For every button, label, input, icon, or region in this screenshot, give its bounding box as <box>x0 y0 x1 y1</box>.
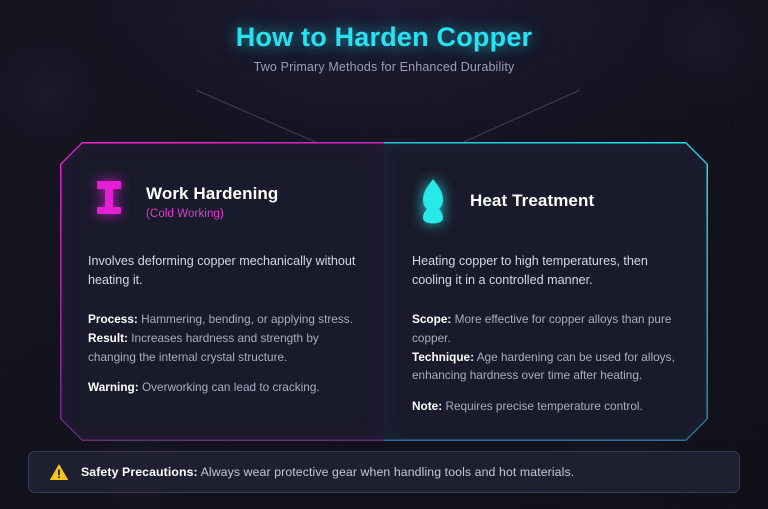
card-heading-group: Heat Treatment <box>470 191 594 211</box>
safety-precautions-bar: Safety Precautions: Always wear protecti… <box>28 451 740 493</box>
method-cards: Work Hardening (Cold Working) Involves d… <box>60 142 708 441</box>
detail-text: Overworking can lead to cracking. <box>141 380 320 395</box>
card-lede: Involves deforming copper mechanically w… <box>88 254 356 288</box>
page-title: How to Harden Copper <box>235 22 533 52</box>
safety-message: Always wear protective gear when handlin… <box>200 465 575 479</box>
card-title: Heat Treatment <box>470 190 595 210</box>
safety-text: Safety Precautions: Always wear protecti… <box>81 465 574 479</box>
flame-icon <box>412 175 454 227</box>
detail-label: Result: <box>88 330 128 345</box>
detail-text: Requires precise temperature control. <box>445 398 643 413</box>
page-header: How to Harden Copper Two Primary Methods… <box>0 22 768 74</box>
detail-text: Hammering, bending, or applying stress. <box>141 312 353 327</box>
detail-row: Process: Hammering, bending, or applying… <box>88 310 358 329</box>
card-details: Scope: More effective for copper alloys … <box>412 310 682 415</box>
detail-label-note: Note: <box>412 398 443 413</box>
card-heading-group: Work Hardening (Cold Working) <box>146 182 278 219</box>
safety-label: Safety Precautions: <box>81 465 198 479</box>
detail-text: More effective for copper alloys than pu… <box>412 312 672 345</box>
detail-row: Warning: Overworking can lead to crackin… <box>88 378 358 397</box>
card-work-hardening[interactable]: Work Hardening (Cold Working) Involves d… <box>60 142 384 441</box>
detail-row: Technique: Age hardening can be used for… <box>412 348 682 385</box>
detail-label: Process: <box>88 312 138 327</box>
card-title: Work Hardening <box>146 184 279 204</box>
warning-triangle-icon <box>49 464 69 480</box>
detail-row: Scope: More effective for copper alloys … <box>412 310 682 347</box>
card-lede: Heating copper to high temperatures, the… <box>412 254 648 288</box>
card-header-work-hardening: Work Hardening (Cold Working) <box>88 172 358 230</box>
detail-row: Result: Increases hardness and strength … <box>88 329 358 366</box>
detail-row: Note: Requires precise temperature contr… <box>412 397 682 416</box>
card-header-heat-treatment: Heat Treatment <box>412 172 682 230</box>
hammer-icon <box>88 175 130 227</box>
detail-label: Scope: <box>412 312 452 327</box>
card-subtitle: (Cold Working) <box>146 207 224 220</box>
page-subtitle: Two Primary Methods for Enhanced Durabil… <box>253 60 515 75</box>
detail-label-warning: Warning: <box>88 380 139 395</box>
card-details: Process: Hammering, bending, or applying… <box>88 310 358 397</box>
card-heat-treatment[interactable]: Heat Treatment Heating copper to high te… <box>384 142 708 441</box>
detail-label: Technique: <box>412 349 475 364</box>
